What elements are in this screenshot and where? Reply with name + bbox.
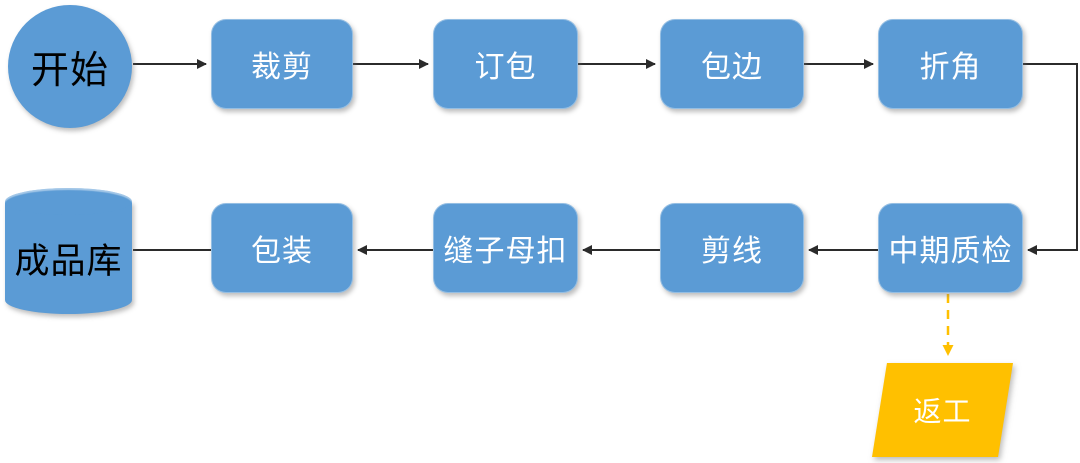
node-staple-label: 订包 bbox=[474, 51, 537, 84]
connector-corner-fold-to-mid-inspection bbox=[1023, 63, 1078, 255]
node-cut: 裁剪 bbox=[211, 19, 353, 109]
node-thread-trim: 剪线 bbox=[660, 203, 804, 293]
node-thread-trim-label: 剪线 bbox=[701, 235, 763, 268]
node-rework-shape: 返工 bbox=[872, 363, 1013, 457]
node-warehouse-label: 成品库 bbox=[14, 241, 123, 281]
node-packaging: 包装 bbox=[211, 203, 353, 293]
node-start: 开始 bbox=[8, 5, 132, 128]
node-rework-label: 返工 bbox=[913, 396, 972, 427]
node-staple: 订包 bbox=[433, 19, 578, 109]
node-cut-label: 裁剪 bbox=[251, 51, 313, 84]
node-mid-inspection: 中期质检 bbox=[878, 203, 1023, 293]
node-corner-fold-label: 折角 bbox=[919, 51, 982, 84]
node-edge-binding: 包边 bbox=[660, 19, 804, 109]
node-packaging-label: 包装 bbox=[251, 235, 313, 268]
node-snap-button-label: 缝子母扣 bbox=[443, 235, 568, 268]
node-edge-binding-label: 包边 bbox=[701, 51, 763, 84]
node-start-label: 开始 bbox=[30, 50, 109, 92]
node-mid-inspection-label: 中期质检 bbox=[888, 235, 1013, 268]
node-corner-fold: 折角 bbox=[878, 19, 1023, 109]
cylinder-body bbox=[5, 201, 132, 314]
node-rework: 返工 bbox=[872, 363, 1013, 457]
node-warehouse: 成品库 bbox=[5, 188, 132, 314]
cylinder-top-ellipse bbox=[5, 188, 132, 215]
node-snap-button: 缝子母扣 bbox=[433, 203, 578, 293]
